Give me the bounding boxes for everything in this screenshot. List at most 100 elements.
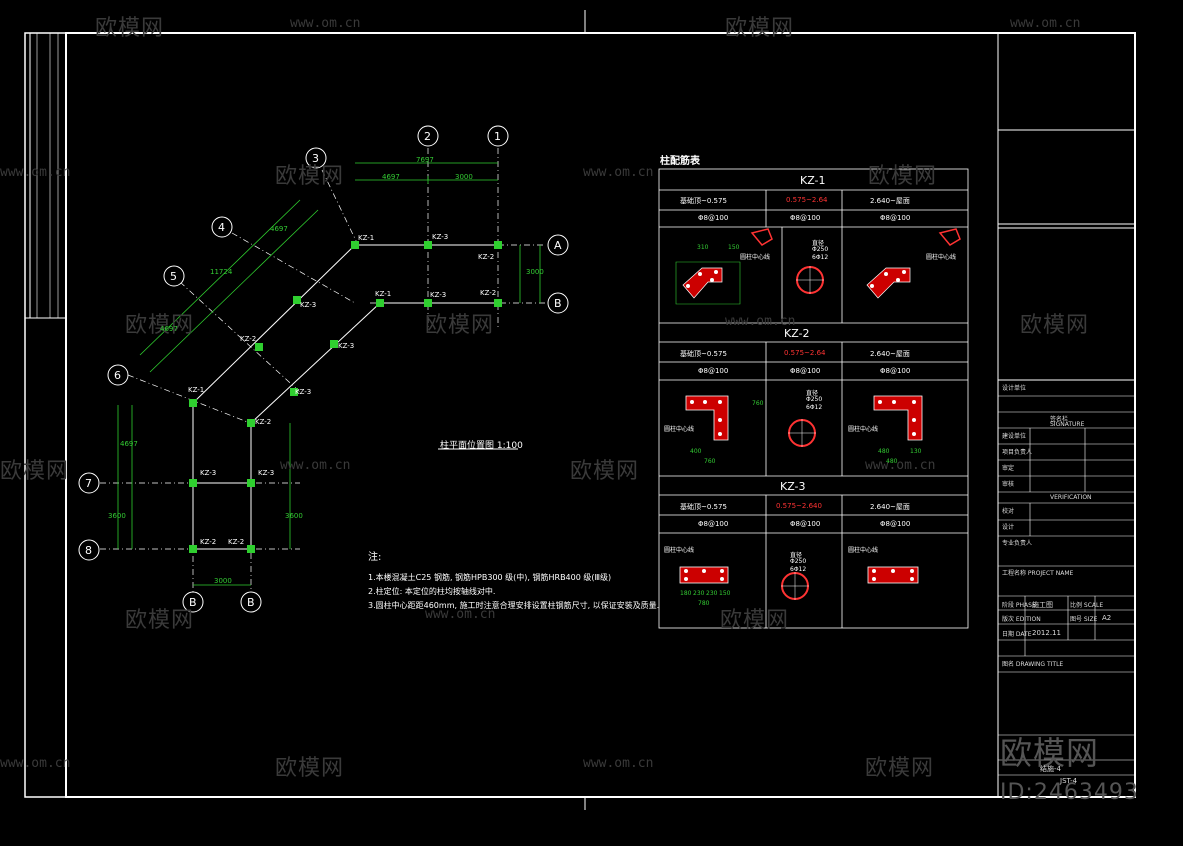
column-tag: KZ-2 (228, 538, 245, 546)
tb-cell: 日期 DATE (1002, 631, 1032, 638)
tb-cell: 专业负责人 (1002, 540, 1033, 547)
tb-cell: 阶段 PHASE (1002, 602, 1036, 609)
column-tag: KZ-3 (338, 342, 355, 350)
dimension-label: 3000 (455, 173, 473, 181)
dimension-label: 4697 (120, 440, 138, 448)
kz2-section-right (873, 395, 923, 441)
plan-title: 柱平面位置图 1:100 (440, 441, 523, 451)
watermark-brand: 欧模网 (570, 459, 640, 484)
dimension-label: 3600 (285, 512, 303, 520)
axis-label: 5 (170, 270, 177, 283)
kz1-section-round (796, 266, 824, 294)
tb-cell: 设计 (1002, 524, 1015, 531)
section-dim: 480 (886, 458, 898, 465)
range-label: 0.575~2.640 (776, 502, 822, 510)
section-note: 直径 (812, 240, 825, 247)
stirrup-label: Φ8@100 (790, 520, 821, 528)
watermark-brand: 欧模网 (125, 608, 195, 633)
stirrup-label: Φ8@100 (790, 214, 821, 222)
section-note: 圆柱中心线 (664, 426, 695, 433)
column-tag: KZ-2 (478, 253, 495, 261)
axis-label: A (554, 239, 562, 252)
stirrup-label: Φ8@100 (698, 367, 729, 375)
watermark-brand: 欧模网 (0, 459, 70, 484)
column-tag: KZ-3 (432, 233, 449, 241)
outer-frame (24, 32, 1136, 798)
watermark-brand-large: 欧模网 (1000, 734, 1100, 772)
watermark-url: www.om.cn (725, 314, 796, 329)
tb-cell: 审核 (1002, 481, 1015, 488)
schedule-title: 柱配筋表 (660, 156, 700, 167)
section-note: 圆柱中心线 (740, 254, 771, 261)
axis-label: 8 (85, 544, 92, 557)
kz3-section-right (867, 566, 919, 584)
tb-cell: 建设单位 (1002, 433, 1027, 440)
tb-cell: VERIFICATION (1050, 494, 1092, 501)
section-note: 直径 (806, 390, 819, 397)
plan-axis-lines (100, 148, 545, 600)
watermark-brand: 欧模网 (1020, 313, 1090, 338)
stirrup-label: Φ8@100 (790, 367, 821, 375)
kz3-section-left (679, 566, 729, 584)
watermark-brand: 欧模网 (95, 16, 165, 41)
column-tag: KZ-3 (200, 469, 217, 477)
column-tag: KZ-2 (255, 418, 272, 426)
range-label: 2.640~屋面 (870, 197, 910, 205)
tb-cell: 图号 SIZE (1070, 616, 1098, 623)
watermark-brand: 欧模网 (868, 164, 938, 189)
title-block-frame (997, 32, 1136, 798)
section-note: 6Φ12 (790, 566, 807, 573)
range-label: 0.575~2.64 (784, 349, 826, 357)
section-dim: 480 (878, 448, 890, 455)
tb-phase-value: 施工图 (1032, 601, 1053, 609)
dimension-label: 4697 (382, 173, 400, 181)
dimension-label: 4697 (160, 325, 178, 333)
axis-label: 7 (85, 477, 92, 490)
dimension-label: 3000 (214, 577, 232, 585)
note-line: 1.本楼混凝土C25 钢筋, 钢筋HPB300 级(中), 钢筋HRB400 级… (368, 573, 612, 582)
stirrup-label: Φ8@100 (880, 214, 911, 222)
range-label: 0.575~2.64 (786, 196, 828, 204)
tb-date-value: 2012.11 (1032, 629, 1061, 637)
section-dim: 310 (697, 244, 709, 251)
section-note: 6Φ12 (806, 404, 823, 411)
watermark-url: www.om.cn (280, 458, 351, 473)
tb-cell: 签名栏 (1050, 416, 1069, 423)
kz3-section-round (781, 572, 809, 600)
stirrup-label: Φ8@100 (698, 214, 729, 222)
column-tag: KZ-1 (358, 234, 375, 242)
tb-cell: 项目负责人 (1002, 449, 1033, 456)
schedule-block-name: KZ-3 (780, 480, 806, 493)
range-label: 基础顶~0.575 (680, 350, 727, 358)
axis-label: B (189, 596, 197, 609)
tb-cell: SIGNATURE (1050, 421, 1085, 428)
watermark-brand: 欧模网 (725, 16, 795, 41)
dimension-label: 4697 (270, 225, 288, 233)
section-dim: 400 (690, 448, 702, 455)
axis-label: 2 (424, 130, 431, 143)
column-tag: KZ-1 (375, 290, 392, 298)
axis-label: B (247, 596, 255, 609)
stirrup-label: Φ8@100 (698, 520, 729, 528)
dimension-label: 7697 (416, 156, 434, 164)
stirrup-label: Φ8@100 (880, 520, 911, 528)
kz1-section-left (675, 261, 741, 305)
watermark-url: www.om.cn (865, 458, 936, 473)
schedule-table (658, 168, 969, 629)
section-note: 直径 (790, 552, 803, 559)
section-dim: 780 (698, 600, 710, 607)
watermark-brand: 欧模网 (275, 756, 345, 781)
watermark-url: www.om.cn (0, 165, 71, 180)
kz2-section-left (685, 395, 729, 441)
column-tag: KZ-3 (300, 301, 317, 309)
tb-size-value: A2 (1102, 614, 1112, 622)
axis-label: B (554, 297, 562, 310)
section-dim: 130 (910, 448, 922, 455)
section-dim: 760 (704, 458, 716, 465)
stirrup-label: Φ8@100 (880, 367, 911, 375)
schedule-block-name: KZ-2 (784, 327, 810, 340)
inner-frame (65, 32, 1136, 798)
dimension-label: 3600 (108, 512, 126, 520)
kz1-key-shape-2 (938, 228, 961, 246)
